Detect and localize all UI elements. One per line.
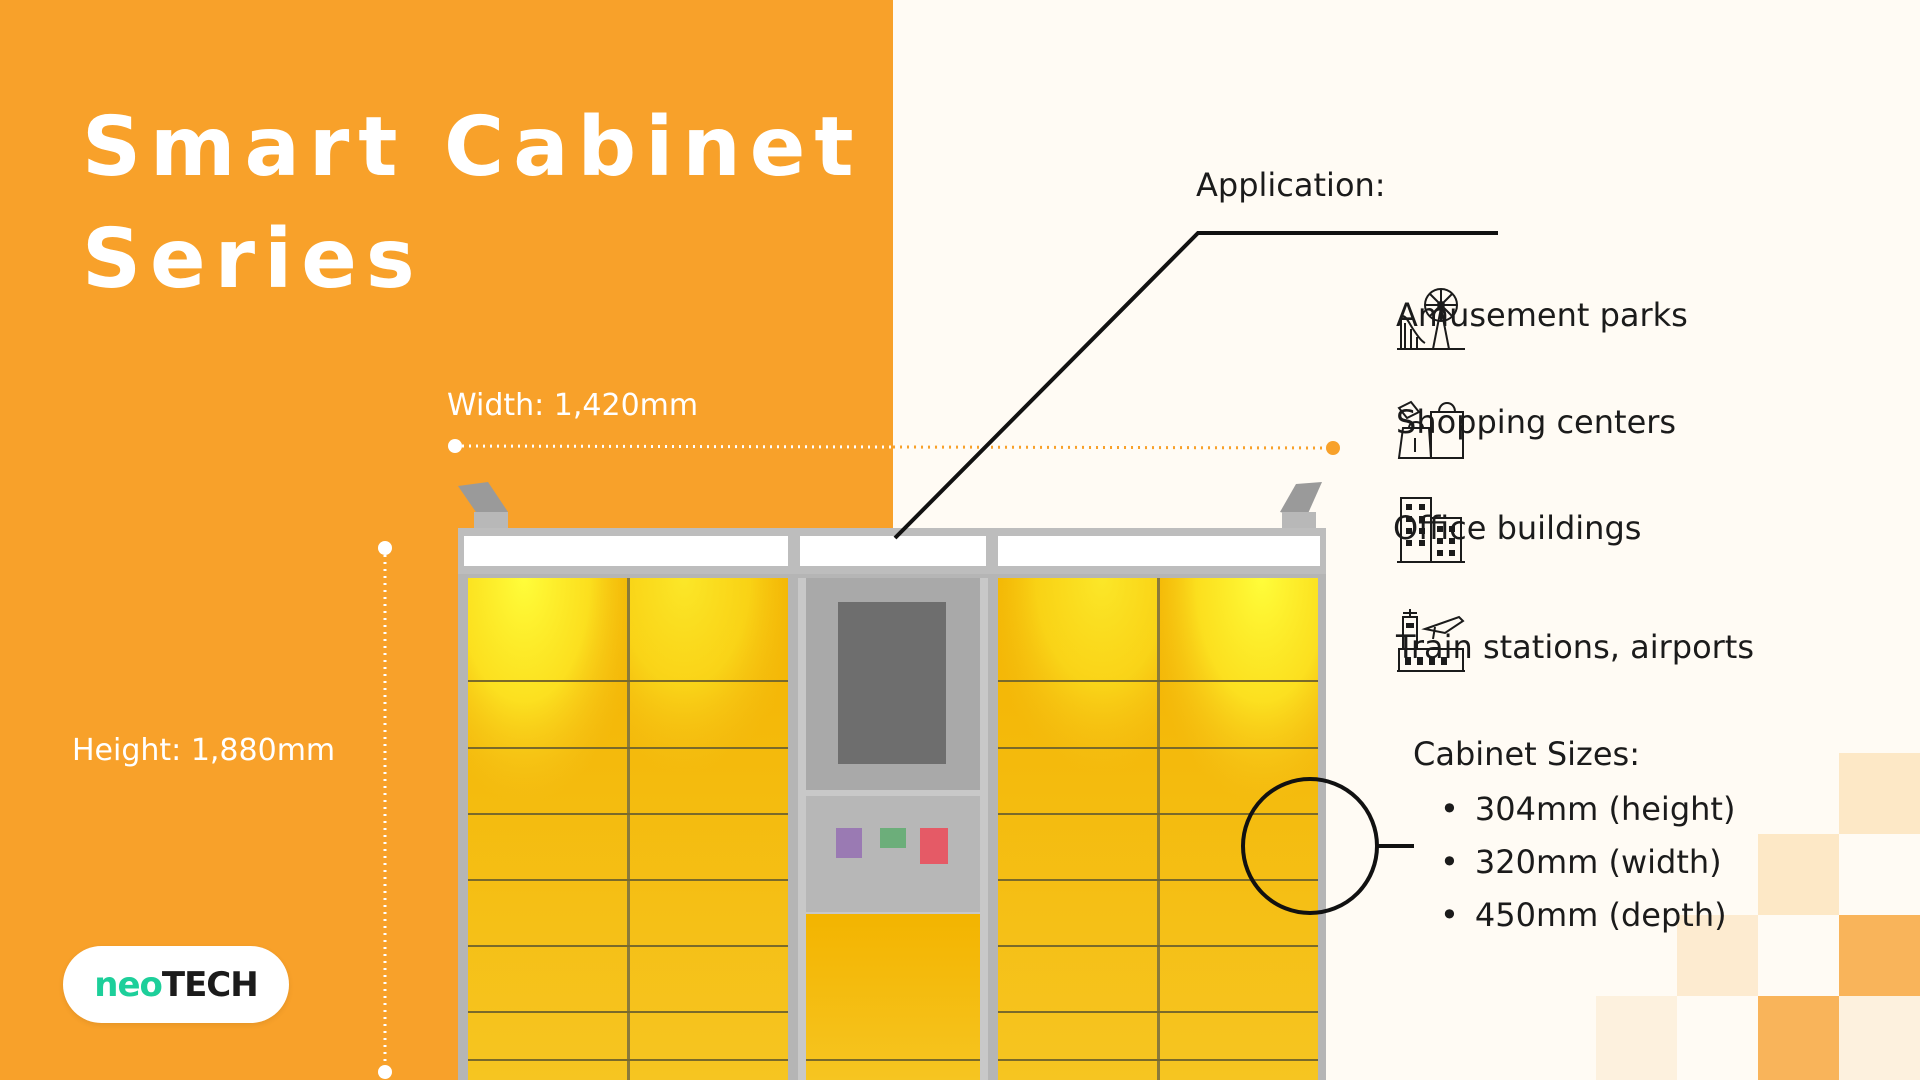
application-item-train-stations-airports: Train stations, airports (1396, 628, 1754, 666)
application-item-amusement-parks: Amusement parks (1396, 296, 1688, 334)
card-reader-purple (836, 828, 862, 858)
application-item-label: Train stations, airports (1396, 628, 1755, 666)
height-label: Height: 1,880mm (72, 733, 336, 768)
printer-red (920, 828, 948, 864)
title-line-1: Smart Cabinet (82, 100, 863, 195)
scanner-green (880, 828, 906, 848)
logo-tech: TECH (161, 964, 259, 1005)
application-item-shopping-centers: Shopping centers (1396, 403, 1676, 441)
width-dimension-line (448, 439, 1340, 455)
page-title: Smart Cabinet Series (82, 92, 863, 316)
cabinet-size-callout-circle (1241, 777, 1379, 915)
application-item-label: Amusement parks (1396, 296, 1688, 334)
neotech-logo: neoTECH (63, 946, 289, 1023)
application-item-label: Shopping centers (1396, 403, 1677, 441)
cabinet-sizes-list: 304mm (height) 320mm (width) 450mm (dept… (1440, 783, 1736, 942)
logo-neo: neo (94, 964, 163, 1005)
office-building-icon (1397, 497, 1465, 563)
cabinet-size-depth: 450mm (depth) (1440, 889, 1735, 942)
airport-icon (1397, 609, 1465, 672)
cabinet-sizes-title: Cabinet Sizes: (1413, 735, 1640, 773)
lamp-left (458, 482, 508, 530)
cabinet-size-height: 304mm (height) (1440, 783, 1736, 836)
lamp-right (1280, 482, 1322, 530)
application-item-label: Office buildings (1393, 509, 1642, 547)
application-pointer-line (893, 231, 1498, 540)
ferris-wheel-icon (1397, 288, 1465, 350)
application-label: Application: (1196, 166, 1386, 204)
application-item-office-buildings: Office buildings (1393, 509, 1641, 547)
cabinet-size-width: 320mm (width) (1440, 836, 1735, 889)
width-label: Width: 1,420mm (447, 388, 699, 423)
height-dimension-line (378, 541, 392, 1079)
touch-screen (838, 602, 946, 764)
shopping-bags-icon (1397, 400, 1464, 459)
title-line-2: Series (82, 212, 424, 307)
